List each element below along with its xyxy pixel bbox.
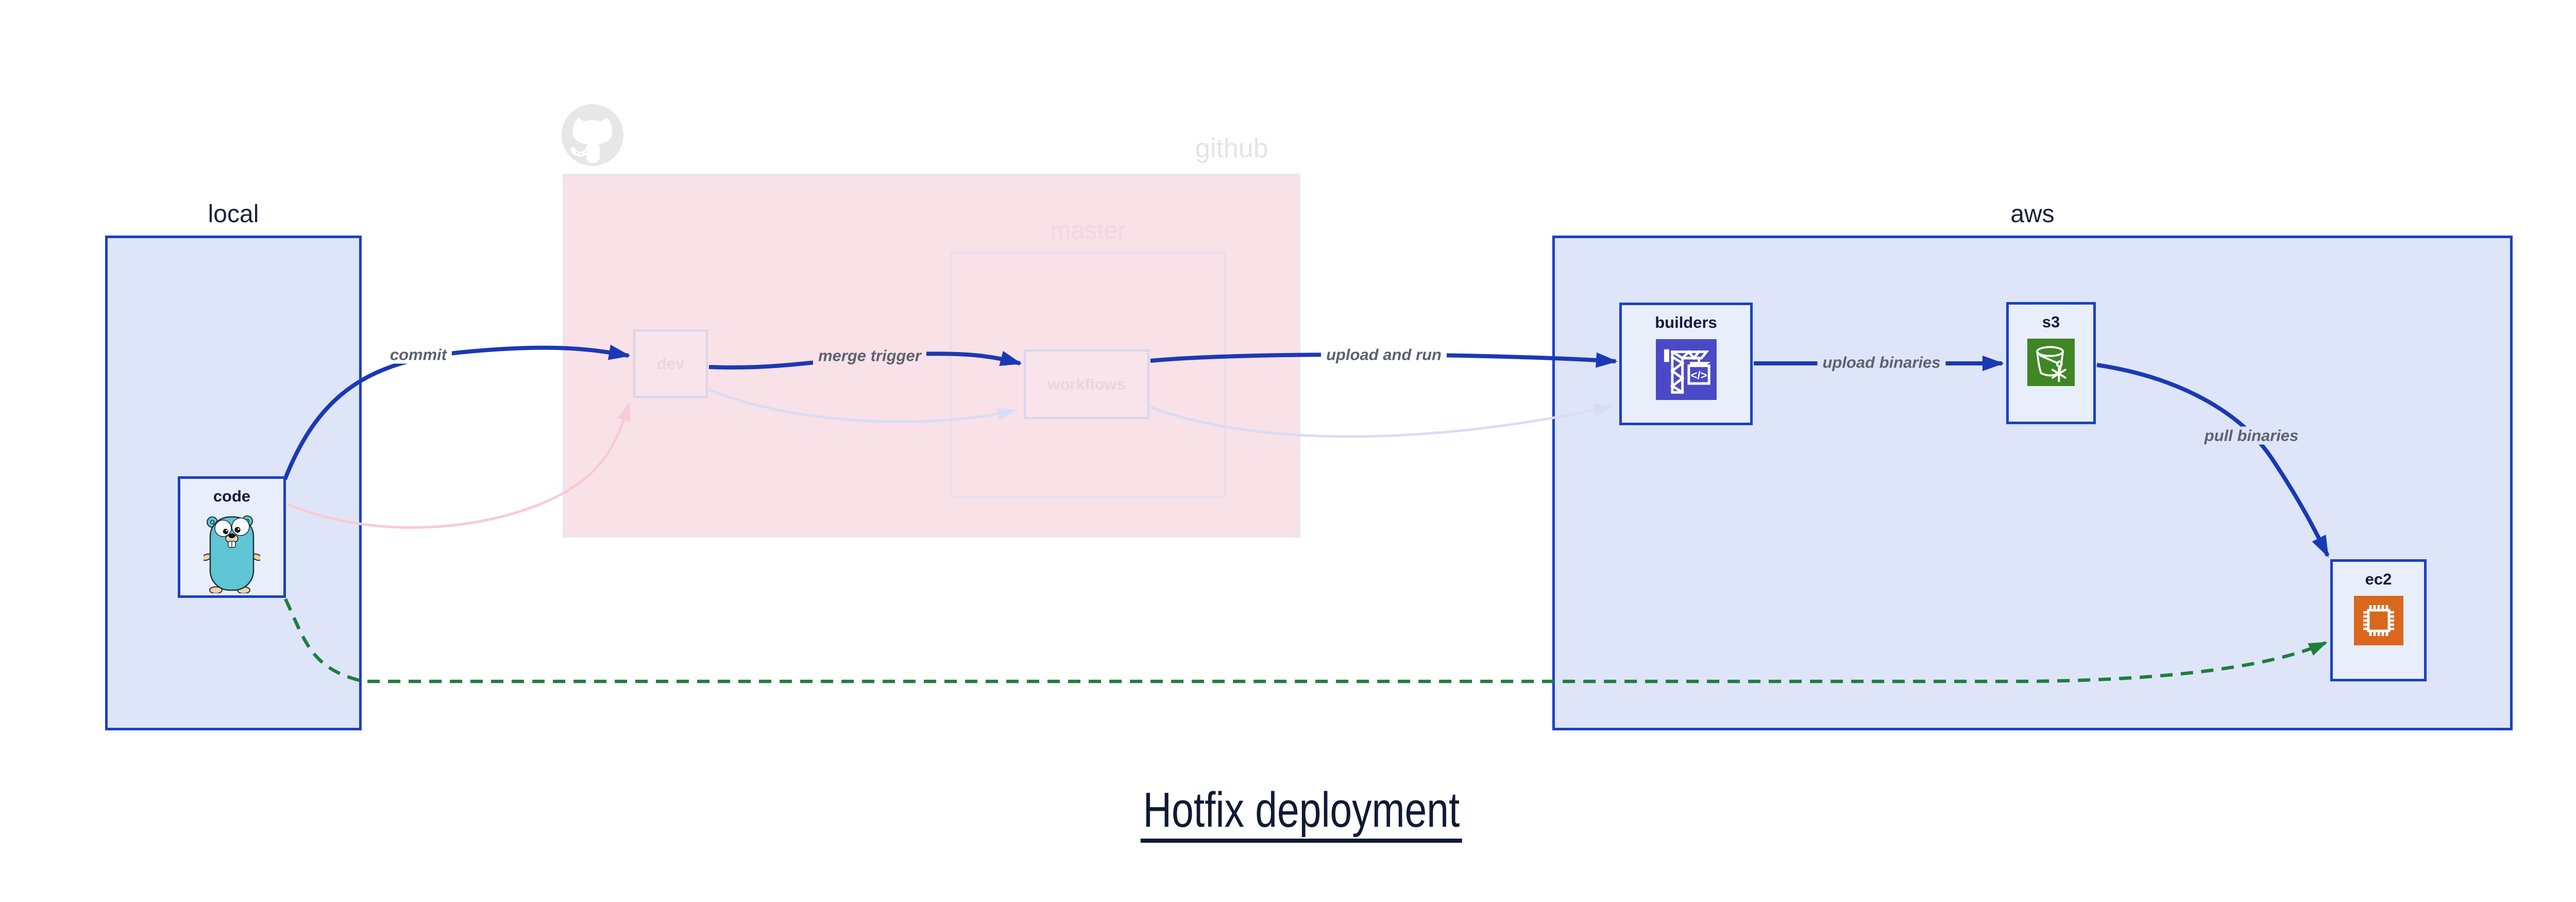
node-builders: builders </>: [1619, 303, 1753, 425]
node-workflows-label: workflows: [1047, 375, 1126, 393]
master-container: [950, 252, 1226, 497]
github-container-label: github: [1195, 133, 1268, 163]
edge-label-upload-binaries: upload binaries: [1817, 353, 1946, 372]
node-s3-label: s3: [2042, 313, 2060, 331]
node-workflows: workflows: [1024, 349, 1149, 419]
diagram-title: Hotfix deployment: [1140, 784, 1463, 843]
node-code: code: [178, 476, 286, 598]
github-octocat-icon: [562, 104, 623, 166]
node-dev-label: dev: [656, 354, 685, 373]
ec2-chip-icon: [2353, 596, 2403, 645]
edge-label-upload-and-run: upload and run: [1321, 345, 1447, 364]
codebuild-crane-icon: </>: [1655, 339, 1717, 400]
node-builders-label: builders: [1655, 313, 1717, 331]
master-container-label: master: [1050, 217, 1126, 244]
node-code-label: code: [213, 487, 251, 505]
aws-container-label: aws: [2010, 201, 2055, 228]
svg-text:</>: </>: [1690, 369, 1707, 381]
edge-label-merge-trigger: merge trigger: [813, 346, 926, 365]
edge-label-pull-binaries: pull binaries: [2199, 426, 2304, 445]
edge-label-commit: commit: [384, 345, 452, 364]
s3-bucket-icon: [2027, 339, 2075, 386]
node-ec2-label: ec2: [2365, 570, 2392, 588]
node-dev: dev: [633, 329, 708, 398]
node-ec2: ec2: [2330, 559, 2427, 681]
local-container-label: local: [208, 201, 259, 228]
go-gopher-icon: [204, 515, 260, 593]
node-s3: s3: [2006, 302, 2096, 424]
